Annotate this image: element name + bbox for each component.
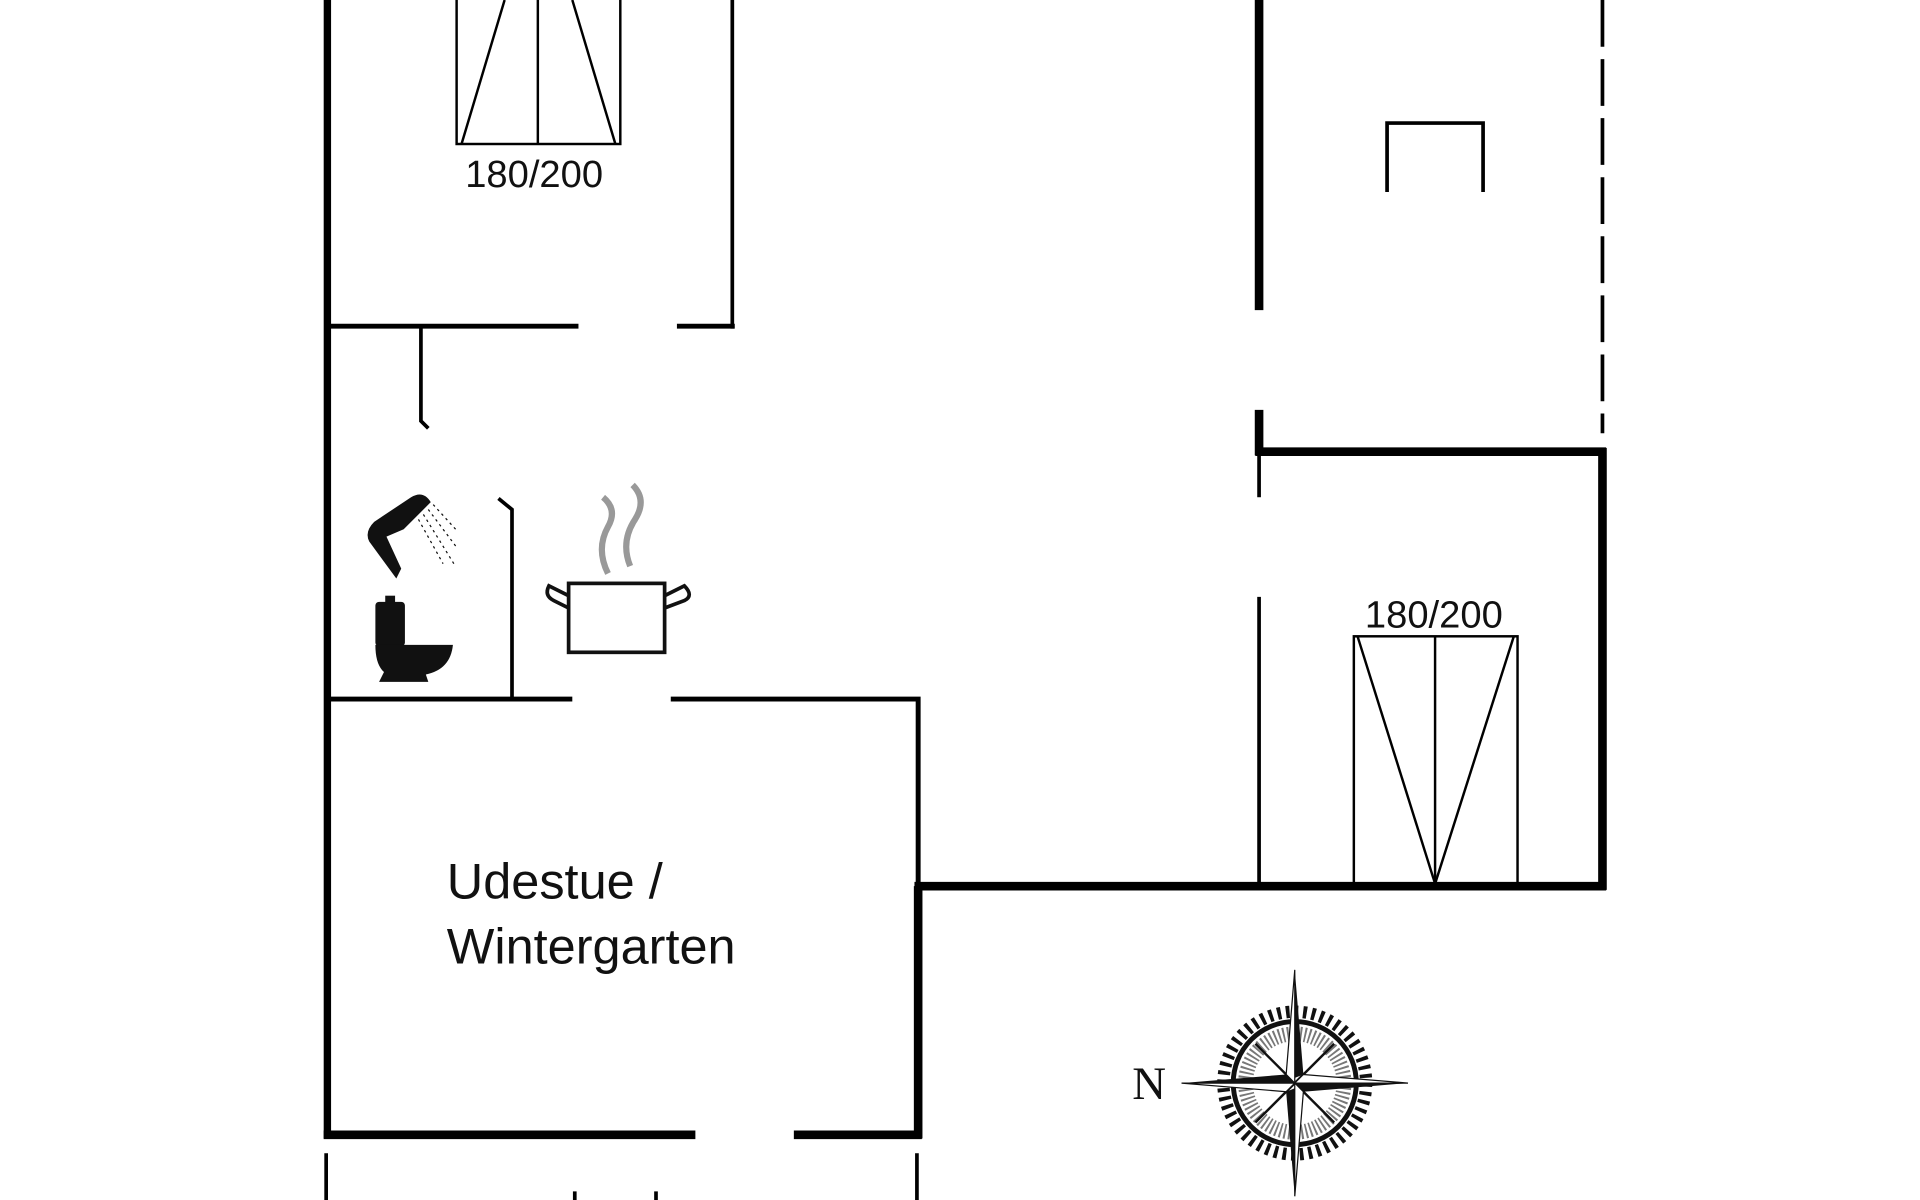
fixture-outline [1385, 121, 1485, 192]
bath-right-wall [497, 497, 514, 700]
room-label-sunroom: Wintergarten [447, 918, 736, 975]
compass-north-label: N [1132, 1058, 1166, 1110]
shower-icon [367, 494, 459, 579]
bath-partition [419, 326, 430, 430]
room-label-sunroom: Udestue / [447, 852, 664, 909]
bed-right [1352, 635, 1519, 888]
compass-rose-icon [1181, 969, 1409, 1197]
bed-size-label: 180/200 [465, 153, 603, 196]
cooking-pot-icon [545, 482, 692, 655]
toilet-icon [375, 595, 453, 682]
bed-top [455, 0, 622, 146]
bed-size-label: 180/200 [1365, 594, 1503, 637]
